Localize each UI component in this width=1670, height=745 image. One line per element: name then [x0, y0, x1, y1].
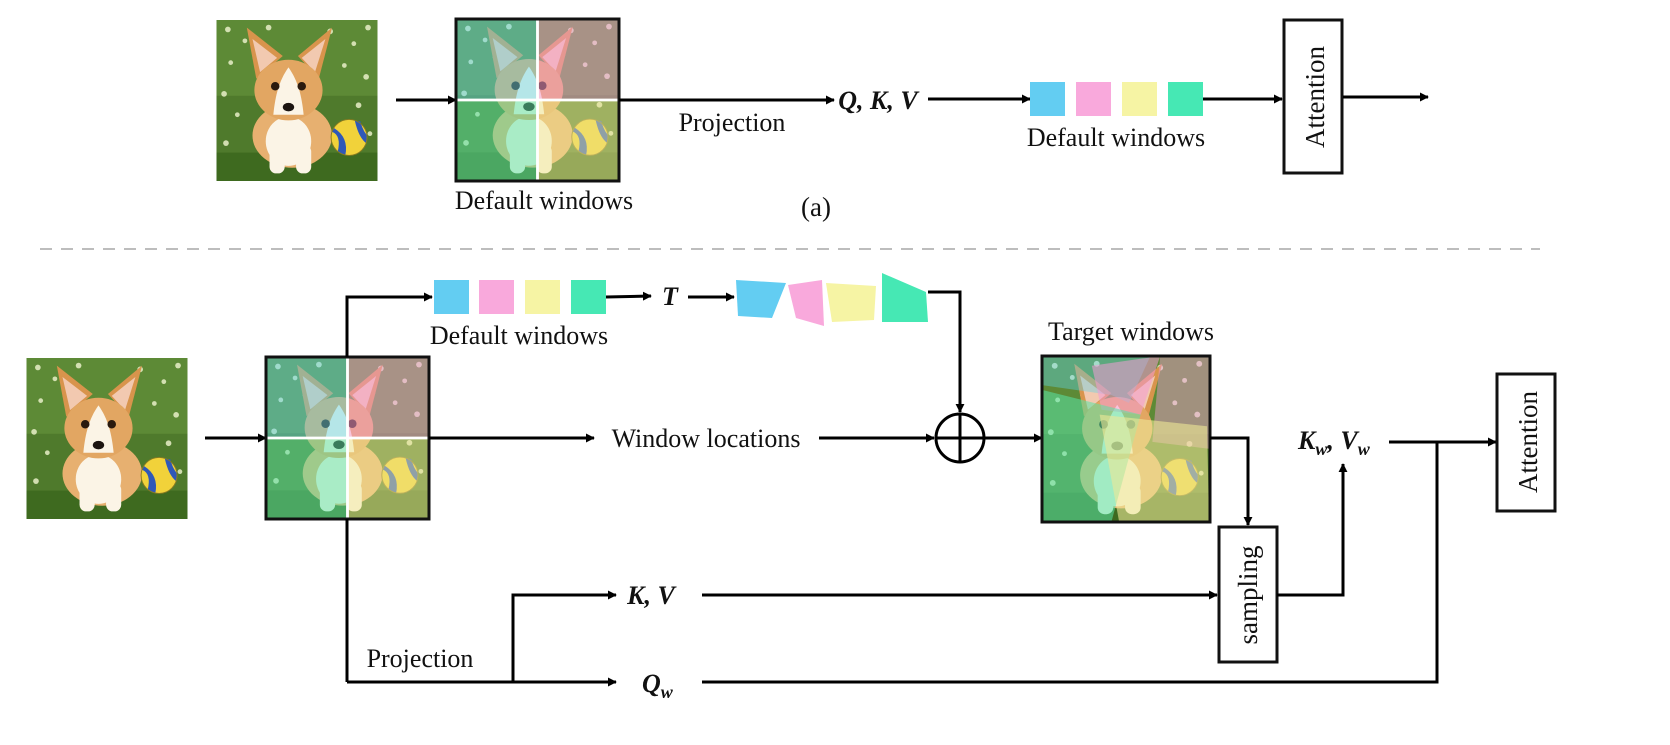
default-windows-image-b	[267, 357, 429, 519]
kw-subscript: w	[1315, 439, 1328, 459]
arrow-b-sampling-to-kvw	[1277, 463, 1348, 597]
input-image-b	[26, 358, 188, 519]
target-windows-label: Target windows	[1048, 317, 1214, 346]
attention-label-b: Attention	[1513, 391, 1543, 493]
input-image-a	[216, 20, 378, 181]
projection-label-b: Projection	[367, 644, 474, 673]
default-windows-image-a	[457, 19, 619, 181]
window-token-blue-b	[434, 280, 469, 314]
arrow-b-to-t	[605, 291, 652, 301]
qw-subscript: w	[661, 682, 674, 702]
transform-label: T	[662, 282, 679, 311]
vw-subscript: w	[1358, 439, 1371, 459]
attention-box-b	[1495, 372, 1557, 513]
transformed-window-pink	[788, 280, 824, 326]
target-windows-image	[1043, 356, 1209, 522]
arrow-b-to-add	[928, 290, 965, 413]
transformed-window-blue	[736, 280, 786, 318]
kw-main: K	[1297, 426, 1317, 455]
arrow-b-top-branch	[345, 292, 433, 357]
vw-main: V	[1340, 426, 1360, 455]
part-a: Default windows Projection Q, K, V Defau…	[216, 17, 1429, 222]
window-token-pink-a	[1076, 82, 1111, 116]
sampling-label: sampling	[1233, 546, 1263, 645]
window-token-blue-a	[1030, 82, 1065, 116]
caption-a: (a)	[801, 192, 831, 222]
arrow-b-target-to-sampling	[1210, 436, 1253, 526]
line-b-qw-to-attention	[702, 442, 1439, 684]
attention-label-a: Attention	[1300, 46, 1330, 148]
attention-box-a	[1282, 18, 1344, 175]
kvw-separator: ,	[1326, 426, 1340, 455]
window-locations-label: Window locations	[612, 424, 801, 453]
projection-label-a: Projection	[679, 108, 786, 137]
kvw-label: Kw, Vw	[1297, 426, 1371, 459]
kv-label: K, V	[626, 581, 677, 610]
qkv-label: Q, K, V	[838, 86, 920, 115]
transformed-window-yellow	[826, 283, 876, 322]
window-token-pink-b	[479, 280, 514, 314]
window-token-yellow-a	[1122, 82, 1157, 116]
circled-plus-icon	[934, 412, 986, 464]
part-b: Default windows T Window locations Targe…	[26, 273, 1557, 702]
window-token-green-b	[571, 280, 606, 314]
default-windows-label-a2: Default windows	[1027, 123, 1205, 152]
default-windows-label-b: Default windows	[430, 321, 608, 350]
qw-main: Q	[642, 669, 661, 698]
transformed-window-green	[882, 273, 928, 322]
window-token-yellow-b	[525, 280, 560, 314]
window-token-green-a	[1168, 82, 1203, 116]
sampling-box	[1217, 525, 1279, 664]
default-windows-label-a1: Default windows	[455, 186, 633, 215]
qw-label: Qw	[642, 669, 674, 702]
arrow-b-to-kv	[511, 590, 617, 682]
